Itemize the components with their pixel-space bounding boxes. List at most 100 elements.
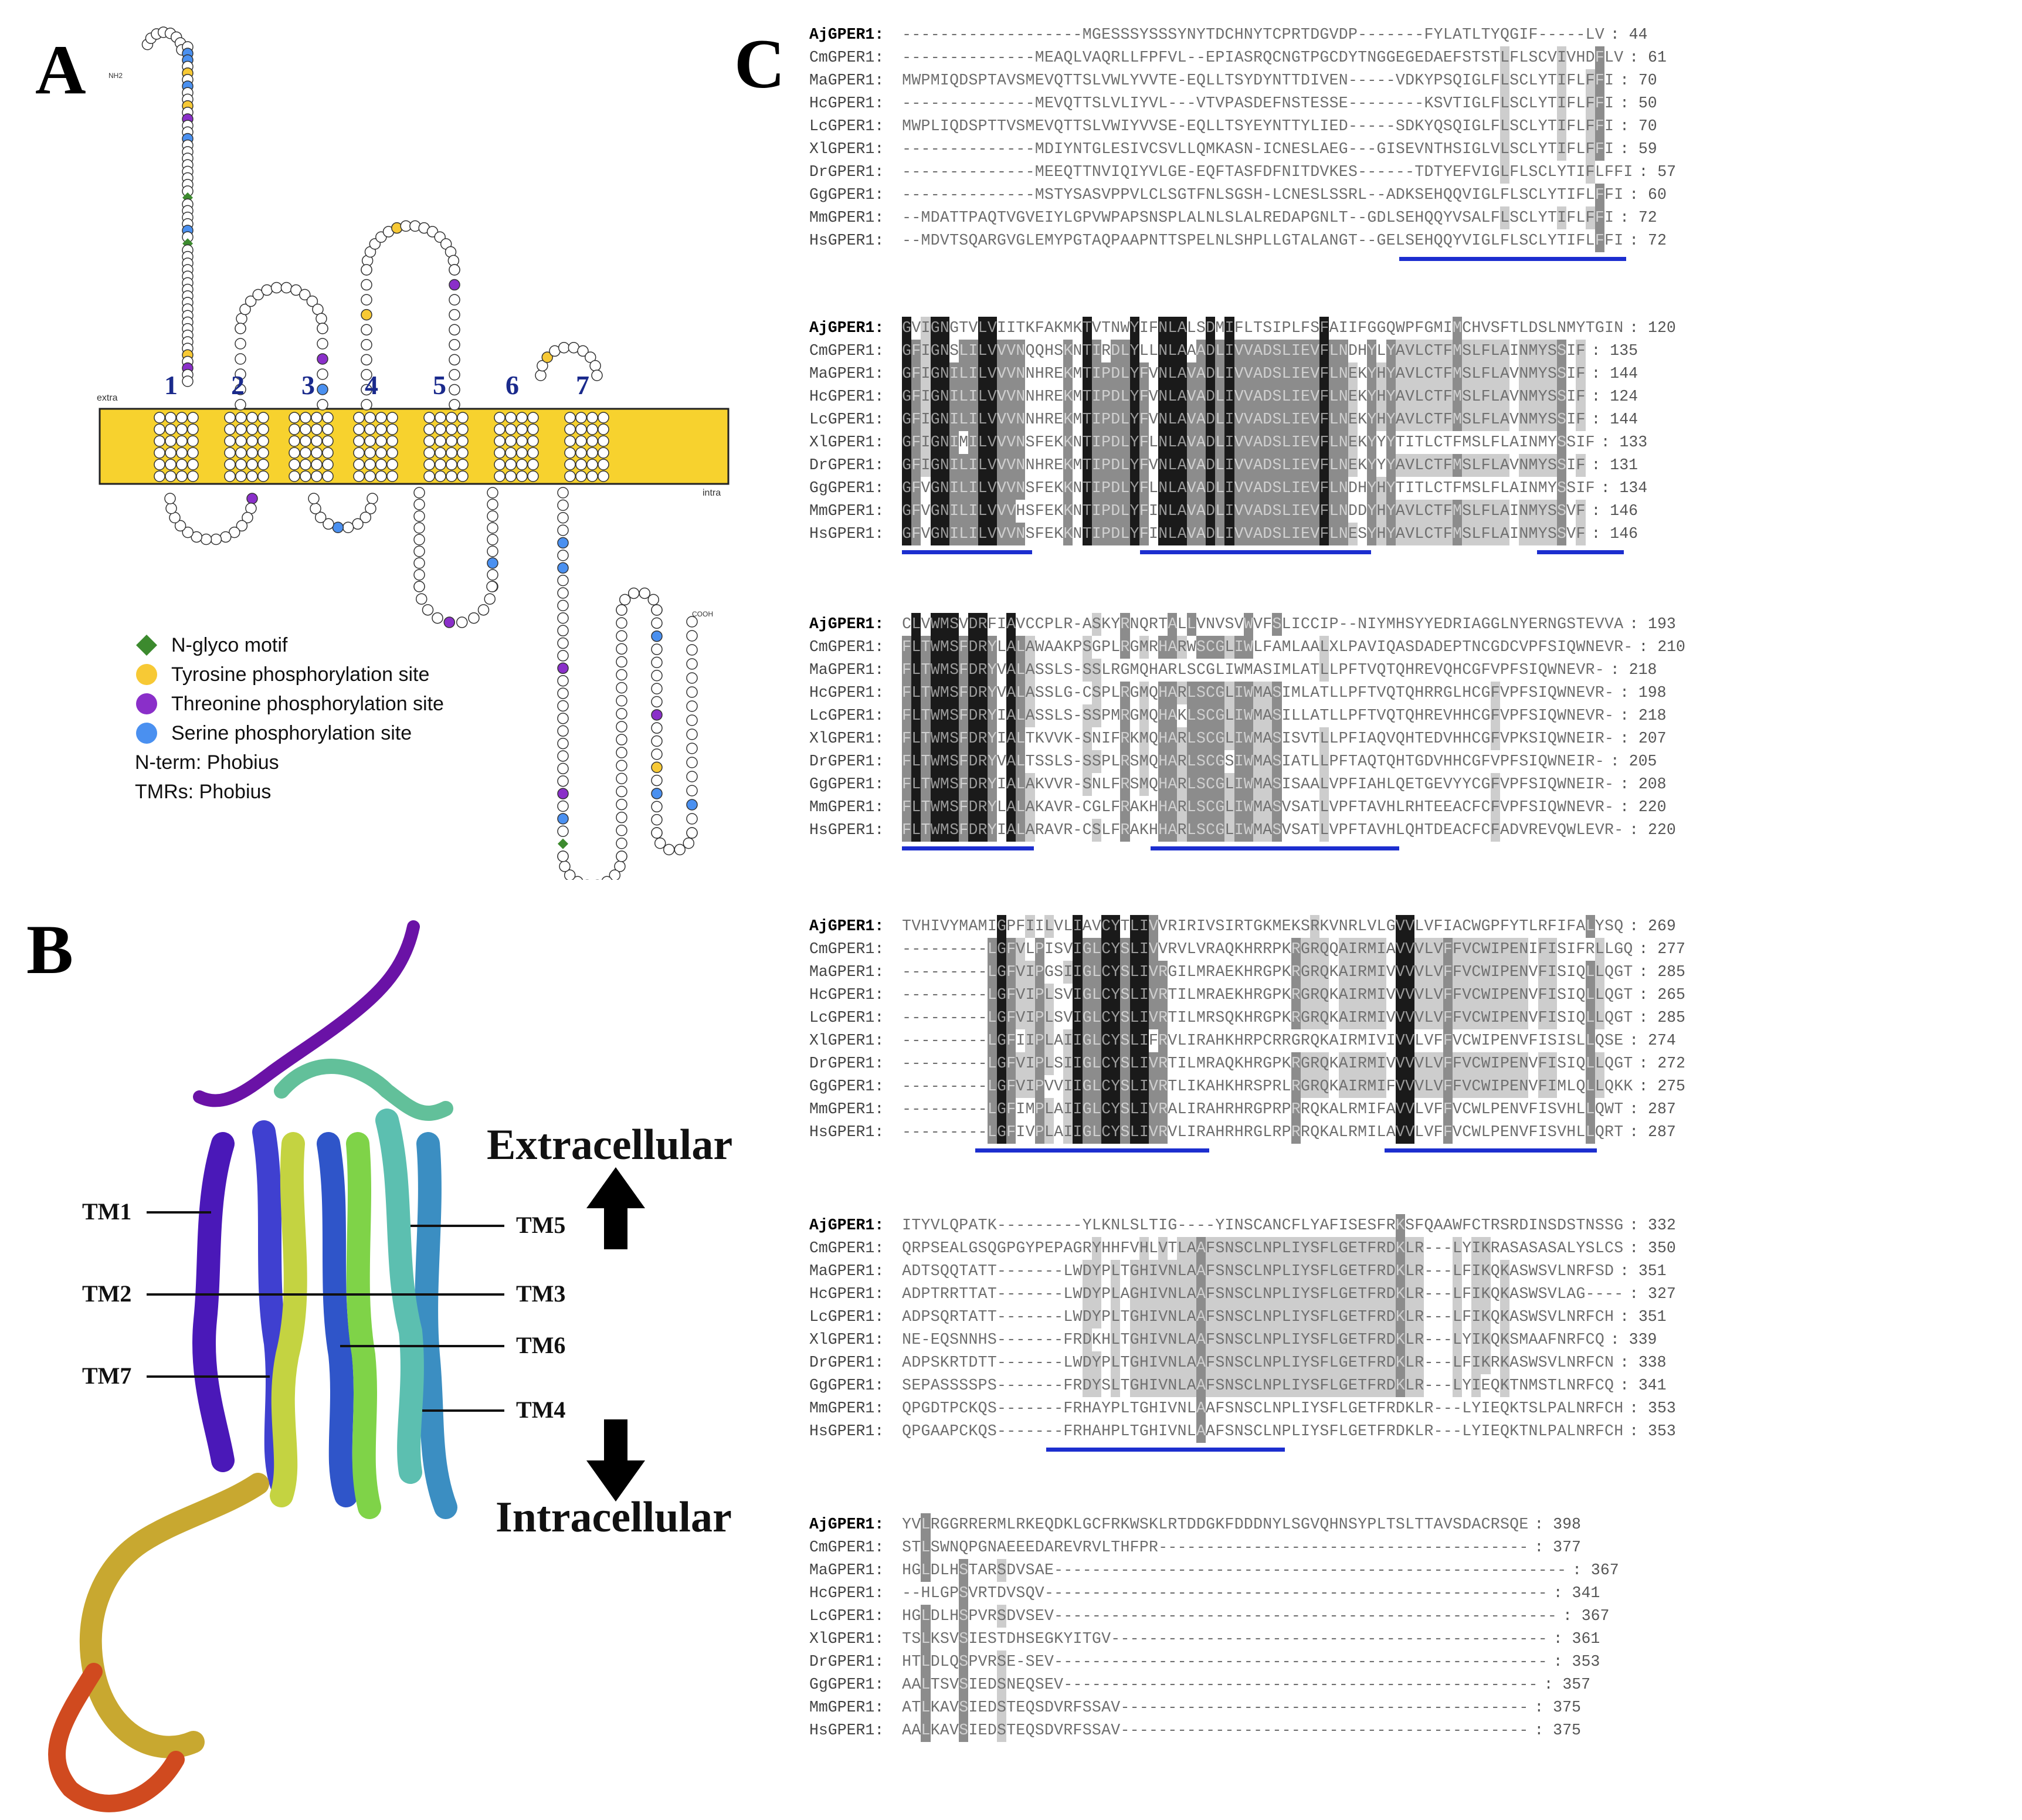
label-tm3: TM3 [516, 1280, 566, 1307]
residue [245, 295, 257, 307]
residue [322, 470, 334, 482]
residue [182, 375, 194, 387]
residue [598, 447, 609, 459]
residue [375, 435, 387, 447]
residue-count: : 60 [1629, 186, 1667, 204]
sequence-name: HcGPER1: [809, 1584, 884, 1602]
residue-count: : 327 [1629, 1285, 1676, 1303]
panel-b-letter: B [26, 910, 74, 988]
sequence-name: CmGPER1: [809, 49, 884, 66]
residue [300, 423, 311, 435]
label-tm5: TM5 [516, 1212, 566, 1238]
sequence-name: LcGPER1: [809, 411, 884, 428]
residue [557, 800, 569, 812]
residue [154, 412, 165, 423]
residue [616, 643, 627, 655]
note-nterm: N-term: Phobius [135, 751, 279, 774]
residue [322, 447, 334, 459]
residue [413, 487, 425, 499]
residue [257, 447, 269, 459]
panel-b: B TM1 TM2 TM7 TM5 TM3 TM6 TM4 [0, 897, 780, 1820]
residue [446, 447, 457, 459]
residue-count: : 332 [1629, 1216, 1676, 1234]
residue-count: : 265 [1638, 986, 1685, 1004]
residue [686, 743, 698, 754]
residue [280, 282, 293, 294]
residue [663, 843, 675, 856]
residue [457, 412, 469, 423]
residue [616, 734, 627, 745]
residue [505, 447, 517, 459]
residue [598, 459, 609, 470]
residue [224, 447, 236, 459]
residue [187, 412, 199, 423]
residue [446, 412, 457, 423]
residue [616, 656, 627, 668]
residue [257, 412, 269, 423]
tm-number-1: 1 [164, 370, 178, 400]
sequence-name: MmGPER1: [809, 209, 884, 226]
residue [353, 459, 365, 470]
residue [239, 303, 251, 316]
residue-count: : 272 [1638, 1055, 1685, 1072]
sequence-name: AjGPER1: [809, 917, 884, 935]
residue [229, 526, 240, 538]
sequence-name: MaGPER1: [809, 72, 884, 89]
residue [311, 435, 323, 447]
residue [413, 569, 425, 581]
sequence-name: LcGPER1: [809, 1009, 884, 1026]
residue [187, 459, 199, 470]
residue [361, 399, 372, 411]
residue [616, 760, 627, 772]
residue-count: : 72 [1629, 232, 1667, 249]
residue [586, 470, 598, 482]
residue [651, 696, 663, 708]
residue-count: : 361 [1553, 1630, 1600, 1648]
sequence-name: DrGPER1: [809, 1354, 884, 1371]
residue [311, 459, 323, 470]
residue [423, 447, 435, 459]
tm-number-2: 2 [231, 370, 245, 400]
label-tm7: TM7 [82, 1363, 132, 1389]
residue [413, 499, 425, 510]
residue [457, 435, 469, 447]
sequence-name: GgGPER1: [809, 479, 884, 497]
residue [235, 435, 247, 447]
panel-c-letter: C [734, 25, 785, 103]
residue [557, 524, 569, 536]
residue-count: : 72 [1620, 209, 1657, 226]
residue [435, 412, 446, 423]
residue [317, 399, 328, 411]
sequence-name: CmGPER1: [809, 342, 884, 360]
residue [311, 447, 323, 459]
residue [176, 459, 188, 470]
sequence-name: GgGPER1: [809, 1077, 884, 1095]
residue [187, 447, 199, 459]
residue-count: : 210 [1638, 638, 1685, 656]
residue [477, 604, 490, 616]
intracellular-label: Intracellular [496, 1493, 732, 1541]
sequence-name: CmGPER1: [809, 638, 884, 656]
residue [423, 459, 435, 470]
residue [598, 412, 609, 423]
residue [564, 435, 576, 447]
residue [246, 447, 258, 459]
residue [413, 522, 425, 534]
